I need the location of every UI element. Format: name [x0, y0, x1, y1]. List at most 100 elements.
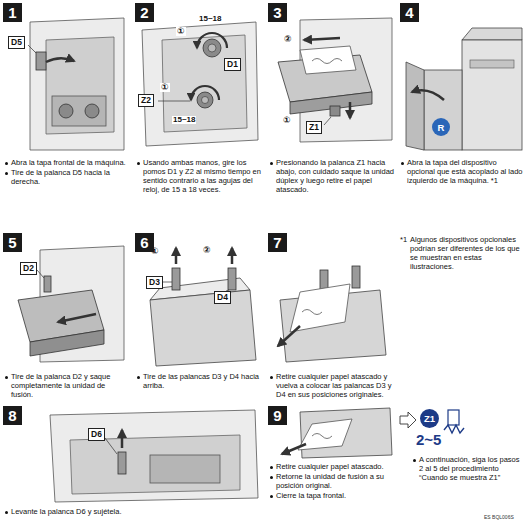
- fusing-unit-illustration-part: [30, 330, 104, 356]
- optional-unit-illustration-part: [470, 60, 514, 68]
- lever-illustration-part: [172, 268, 180, 290]
- instruction-text: Abra la tapa del dispositivo opcional qu…: [400, 158, 524, 185]
- machine-interior: [28, 18, 124, 150]
- text-column: Tire de la palanca D2 y saque completame…: [4, 372, 128, 400]
- node-label: Z1: [424, 413, 435, 424]
- lever-illustration-part: [231, 248, 234, 264]
- node-label: 3: [273, 4, 281, 21]
- lever-illustration-part: [175, 248, 178, 264]
- duplex-unit-illustration-part: [300, 46, 356, 74]
- node-label: D4: [217, 293, 228, 302]
- text-column: Retire cualquier papel atascado y vuelva…: [269, 372, 395, 400]
- node-label: 2: [140, 4, 148, 21]
- knob-illustration-part: [202, 97, 209, 104]
- paper-removal-illustration: [282, 408, 392, 458]
- machine-interior-part: [46, 37, 114, 134]
- node-label: 8: [8, 407, 16, 424]
- paper-removal-illustration-part: [282, 444, 306, 454]
- footnote-mark: *1: [400, 235, 407, 244]
- continue-arrow-part: [400, 412, 416, 428]
- node-label: D6: [91, 430, 102, 439]
- machine-interior-part: [46, 58, 74, 62]
- node-label: 5: [8, 234, 16, 251]
- step-number: 8: [3, 406, 22, 425]
- instruction-text: Presionando la palanca Z1 hacia abajo, c…: [269, 158, 395, 194]
- callout-box: D3: [146, 276, 163, 289]
- lever-d6-illustration: [50, 410, 258, 502]
- knob-illustration-part: [208, 44, 216, 52]
- turn-count: 15~18: [198, 15, 222, 23]
- duplex-unit-illustration-part: [304, 38, 340, 40]
- node-label: 9: [273, 407, 281, 424]
- turn-count: 15~18: [172, 116, 196, 124]
- optional-unit-illustration-part: [412, 90, 444, 100]
- knob-illustration-part: [142, 22, 258, 146]
- instruction-text: Cierre la tapa frontal.: [269, 491, 407, 500]
- instruction-text: Levante la palanca D6 y sujétela.: [4, 507, 254, 516]
- text-column: Tire de las palancas D3 y D4 hacia arrib…: [136, 372, 262, 391]
- callout-box: D6: [88, 428, 105, 441]
- instruction-text: Retire cualquier papel atascado y vuelva…: [269, 372, 395, 399]
- optional-unit-illustration: [406, 28, 522, 150]
- machine-interior-part: [59, 104, 73, 118]
- machine-interior-part: [85, 104, 99, 118]
- knob-illustration-part: [197, 92, 213, 108]
- node-label: 6: [140, 234, 148, 251]
- step-range: 2~5: [416, 432, 441, 449]
- lever-d6-illustration-part: [150, 455, 220, 483]
- duplex-unit-illustration-part: [312, 59, 342, 64]
- callout-number: ②: [202, 246, 212, 255]
- paper-jam-icon-part: [448, 410, 459, 425]
- callout-number: ②: [283, 35, 293, 44]
- step-number: 3: [268, 3, 287, 22]
- instruction-text: Abra la tapa frontal de la máquina.: [4, 158, 128, 167]
- continue-arrow: [400, 412, 416, 428]
- fusing-unit-illustration-part: [37, 270, 44, 278]
- duplex-unit-illustration-part: [330, 106, 340, 116]
- machine-interior-part: [52, 96, 106, 126]
- callout-box: Z1: [306, 121, 322, 134]
- lever-illustration-part: [228, 268, 236, 290]
- text-column: Levante la palanca D6 y sujétela.: [4, 507, 254, 517]
- step-number: 6: [135, 233, 154, 252]
- lever-d6-illustration-part: [121, 430, 124, 448]
- lever-d6-illustration-part: [50, 410, 258, 502]
- optional-unit-illustration-part: [424, 70, 462, 150]
- paper-removal-illustration-part: [352, 266, 360, 288]
- fusing-unit-illustration-part: [44, 276, 51, 292]
- knob-illustration: [142, 22, 258, 146]
- lever-illustration-part: [150, 290, 256, 366]
- callout-number: ①: [176, 27, 186, 36]
- instruction-text: Retire cualquier papel atascado.: [269, 462, 407, 471]
- step-number: 2: [135, 3, 154, 22]
- callout-number: ①: [282, 116, 292, 125]
- node-label: D1: [227, 60, 238, 69]
- knob-illustration-part: [197, 33, 227, 48]
- step-number: 1: [3, 3, 22, 22]
- paper-removal-illustration-part: [290, 284, 350, 332]
- instruction-text: Tire de la palanca D2 y saque completame…: [4, 372, 128, 399]
- step-number: 5: [3, 233, 22, 252]
- reference-badge: Z1: [420, 409, 439, 428]
- instruction-text: A continuación, siga los pasos 2 al 5 de…: [412, 455, 524, 482]
- text-column: Abra la tapa del dispositivo opcional qu…: [400, 158, 524, 186]
- fusing-unit-illustration: [18, 246, 124, 362]
- callout-box: D4: [214, 291, 231, 304]
- text-column: Abra la tapa frontal de la máquina.Tire …: [4, 158, 128, 187]
- text-column: Presionando la palanca Z1 hacia abajo, c…: [269, 158, 395, 195]
- machine-interior-part: [30, 18, 124, 150]
- duplex-unit-illustration-part: [349, 102, 352, 118]
- node-label: D5: [11, 38, 22, 47]
- lever-illustration: [150, 248, 256, 366]
- lever-d6-illustration-part: [105, 438, 117, 454]
- machine-interior-part: [36, 52, 46, 70]
- node-label: Z1: [309, 123, 319, 132]
- paper-removal-illustration-part: [302, 310, 322, 315]
- lever-illustration-part: [163, 282, 172, 283]
- node-label: 1: [8, 4, 16, 21]
- machine-interior-part: [28, 45, 36, 53]
- node-label: Z2: [141, 96, 151, 105]
- optional-unit-illustration-part: [462, 28, 522, 40]
